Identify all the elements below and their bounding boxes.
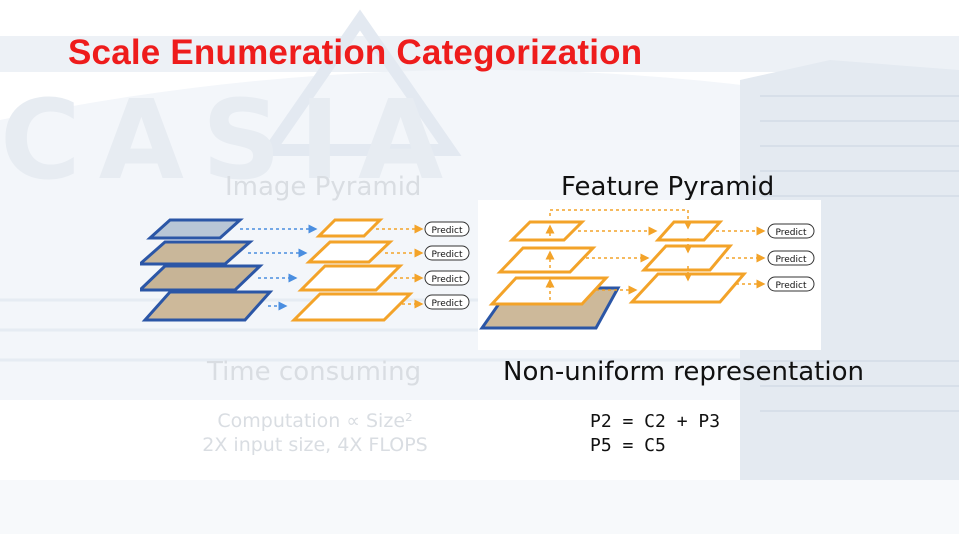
image-level-2 [140,240,254,266]
image-level-4 [141,290,274,322]
time-consuming-caption: Time consuming [207,357,422,387]
predict-label: Predict [432,299,463,309]
feature-stack [290,218,414,322]
image-pyramid-diagram: Predict Predict Predict Predict [140,218,470,322]
logo-text: CASIA [0,76,461,204]
predict-label: Predict [776,281,807,291]
equation-p5: P5 = C5 [590,435,666,456]
computation-note: Computation ∝ Size² [217,410,413,432]
feature-pyramid-heading: Feature Pyramid [561,172,775,202]
feature-map-1 [315,218,384,238]
predict-label: Predict [776,255,807,265]
slide-title: Scale Enumeration Categorization [68,33,643,72]
equation-p2: P2 = C2 + P3 [590,411,721,432]
predict-box: Predict [767,250,815,266]
top-down-pyramid [628,220,748,304]
non-uniform-caption: Non-uniform representation [503,357,864,387]
predict-label: Predict [432,275,463,285]
predict-box: Predict [424,245,470,261]
image-stack [140,218,274,322]
image-level-3 [140,264,264,292]
predict-box: Predict [424,270,470,286]
building-illustration [740,60,959,534]
flops-note: 2X input size, 4X FLOPS [202,434,428,456]
predict-box: Predict [424,221,470,237]
image-level-1 [146,218,244,240]
predict-box: Predict [767,276,815,292]
predict-box: Predict [424,294,470,310]
predict-box: Predict [767,223,815,239]
feature-pyramid-diagram: Predict Predict Predict [478,200,821,350]
logo-roof-shape [258,9,462,156]
predict-label: Predict [432,226,463,236]
image-pyramid-heading: Image Pyramid [225,172,422,202]
predict-label: Predict [432,250,463,260]
predict-label: Predict [776,228,807,238]
